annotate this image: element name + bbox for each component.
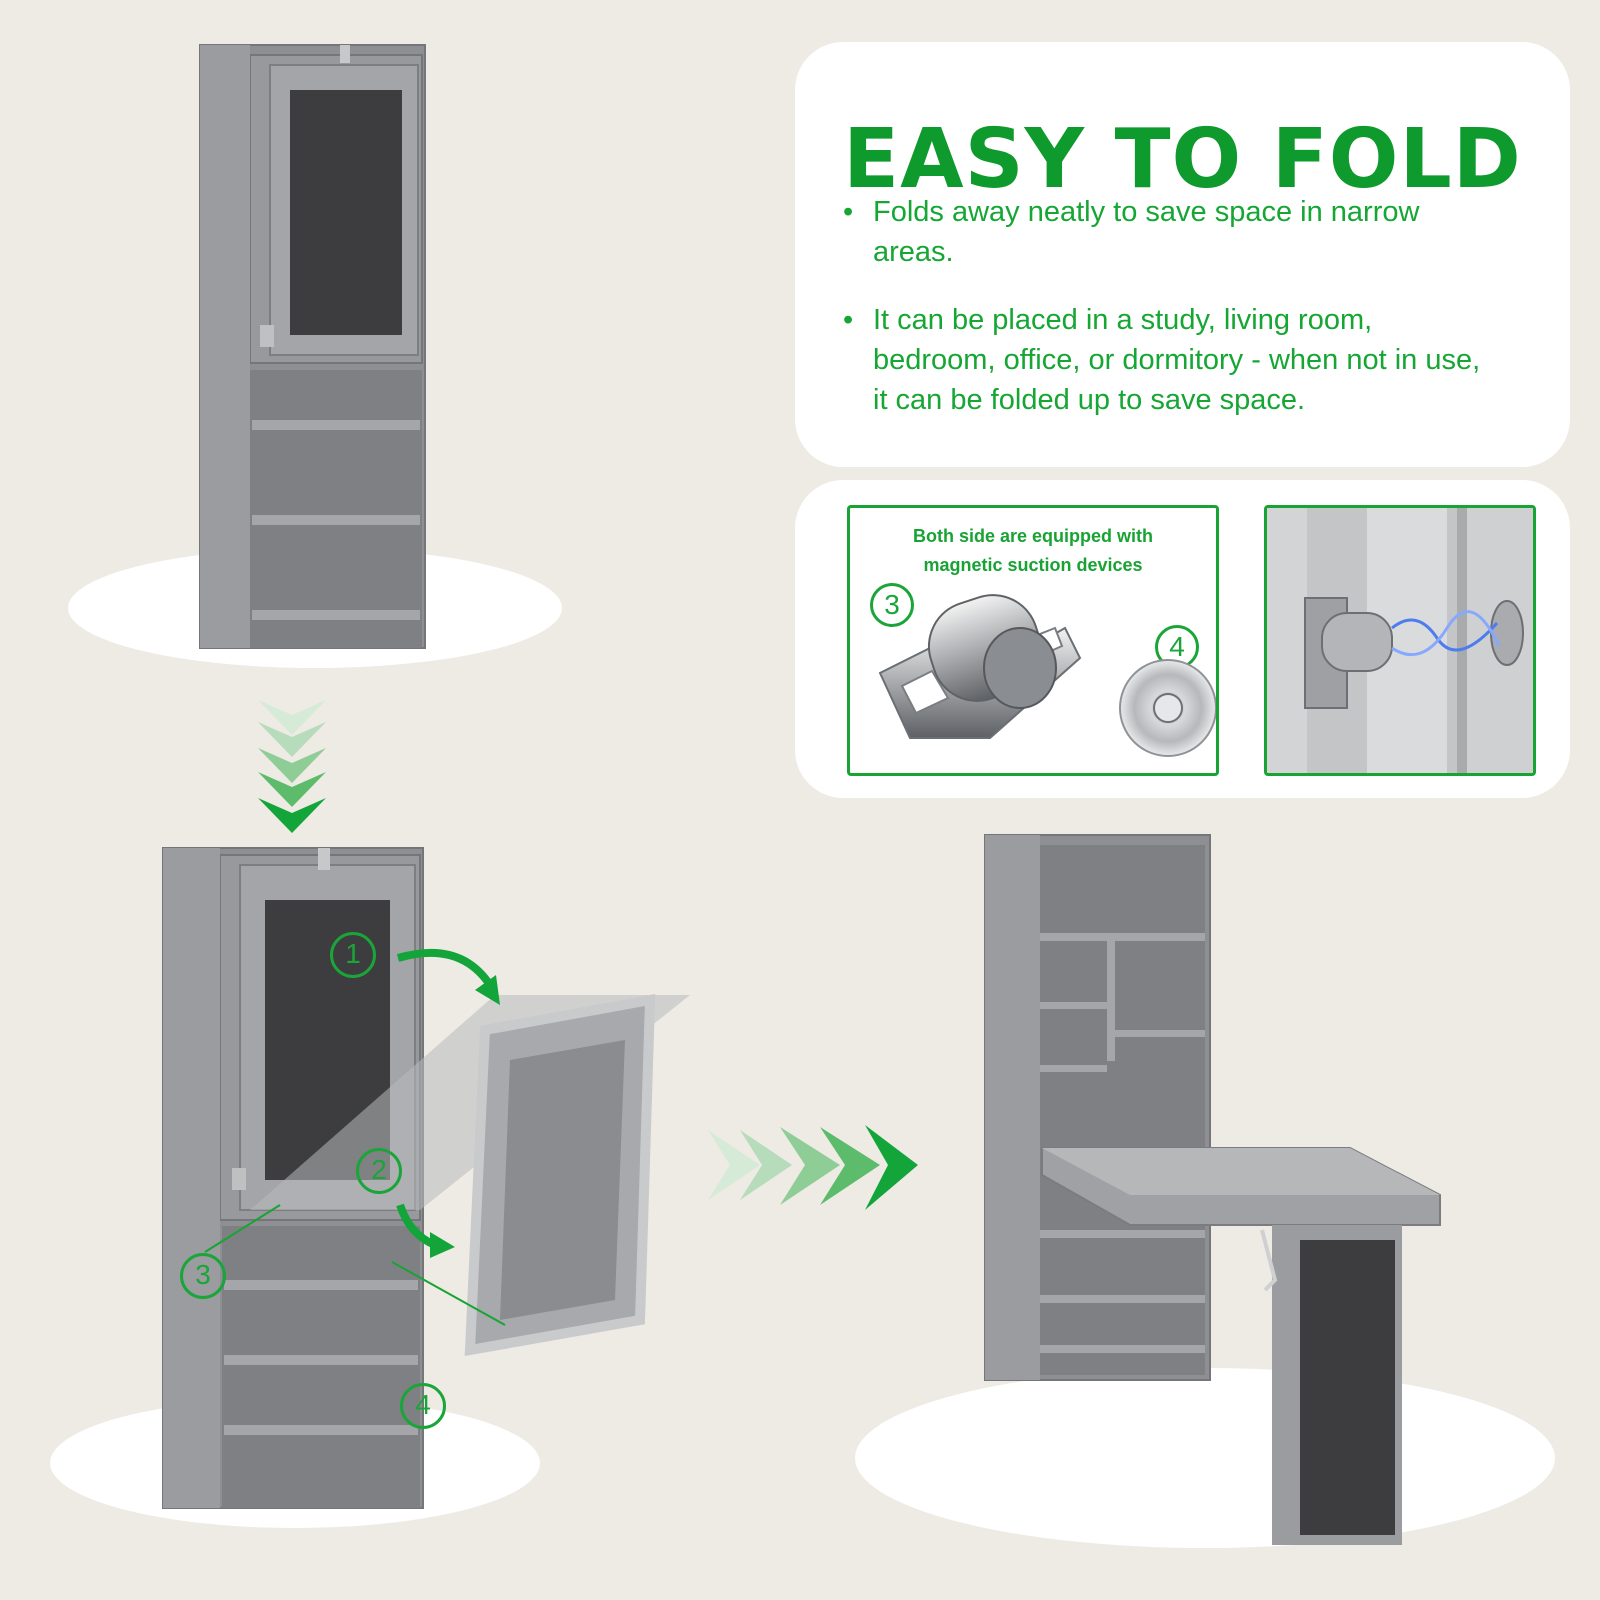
magnet-parts-panel: Both side are equipped with magnetic suc… (847, 505, 1219, 776)
part-label-3: 3 (870, 583, 914, 627)
info-card: EASY TO FOLD • Folds away neatly to save… (795, 42, 1570, 467)
step-label-3: 3 (180, 1253, 226, 1299)
floor-ellipse-bottom-left (50, 1398, 540, 1528)
page-title: EASY TO FOLD (843, 112, 1522, 207)
feature-item: • It can be placed in a study, living ro… (835, 300, 1495, 420)
bullet-dot-icon: • (843, 196, 854, 228)
bullet-dot-icon: • (843, 304, 854, 336)
magnet-card: Both side are equipped with magnetic suc… (795, 480, 1570, 798)
magnet-installed-icon (1267, 508, 1533, 773)
magnet-catch-icon (878, 594, 1216, 757)
caption-line-1: Both side are equipped with (912, 526, 1154, 546)
feature-item: • Folds away neatly to save space in nar… (835, 192, 1495, 272)
magnet-caption: Both side are equipped with magnetic suc… (850, 522, 1216, 580)
floor-ellipse-bottom-right (855, 1368, 1555, 1548)
floor-ellipse-top (68, 548, 562, 668)
curved-arrow-icon (396, 948, 500, 1258)
step-label-1: 1 (330, 932, 376, 978)
step-label-2: 2 (356, 1148, 402, 1194)
caption-line-2: magnetic suction devices (923, 555, 1143, 575)
arrow-down-chevrons-icon (258, 700, 326, 833)
step-label-4: 4 (400, 1383, 446, 1429)
feature-list: • Folds away neatly to save space in nar… (835, 192, 1495, 448)
magnet-installed-photo (1264, 505, 1536, 776)
feature-text: Folds away neatly to save space in narro… (873, 196, 1420, 268)
arrow-right-chevrons-icon (708, 1125, 918, 1210)
feature-text: It can be placed in a study, living room… (873, 304, 1481, 416)
